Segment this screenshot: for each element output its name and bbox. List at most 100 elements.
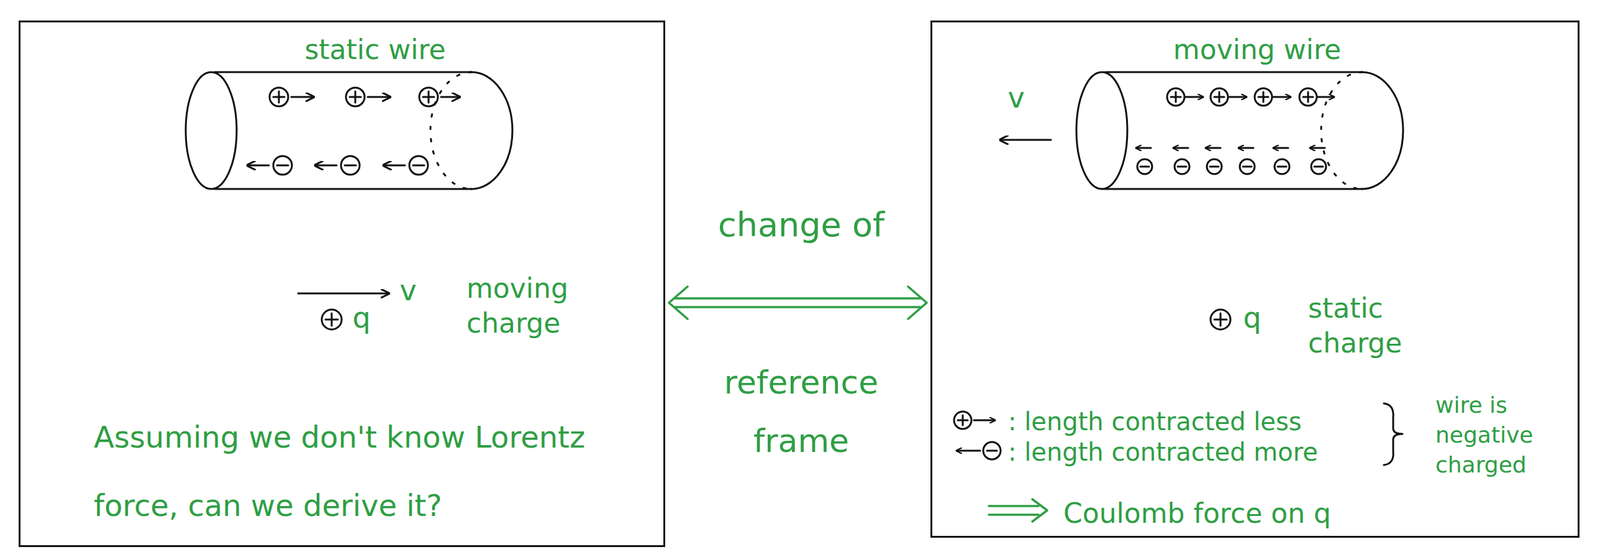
charge-circle bbox=[1210, 88, 1228, 106]
charge-circle bbox=[1311, 159, 1327, 174]
negative-charge bbox=[273, 155, 292, 175]
positive-charge bbox=[1254, 88, 1273, 106]
connector-line bbox=[675, 296, 921, 300]
conclusion-note: wire is negative charged bbox=[1435, 390, 1560, 480]
minus-sign bbox=[1209, 165, 1219, 168]
wire-cylinder bbox=[185, 72, 513, 189]
velocity-arrow bbox=[1318, 96, 1335, 99]
minus-sign bbox=[1314, 165, 1323, 168]
transform-note: change of bbox=[701, 204, 901, 246]
negative-charge bbox=[1239, 159, 1255, 174]
velocity-arrow bbox=[291, 96, 314, 99]
plus-sign bbox=[1170, 91, 1181, 102]
minus-sign bbox=[1242, 165, 1252, 168]
velocity-arrow bbox=[1229, 96, 1247, 99]
frame-panel: static wiremoving chargeAssuming we don'… bbox=[18, 20, 666, 547]
plus-sign bbox=[1258, 91, 1269, 102]
charge-note: static charge bbox=[1308, 290, 1439, 361]
legend-note: : length contracted less bbox=[1008, 406, 1302, 437]
velocity-arrow bbox=[1136, 147, 1151, 150]
wire-edge bbox=[1104, 188, 1363, 191]
plus-sign bbox=[325, 313, 338, 326]
positive-charge bbox=[419, 87, 438, 107]
velocity-arrow bbox=[956, 449, 981, 452]
plus-sign bbox=[349, 91, 361, 103]
charge-circle bbox=[273, 155, 292, 175]
velocity-arrow bbox=[1173, 147, 1189, 150]
wire-end bbox=[185, 72, 237, 189]
charge-circle bbox=[1137, 159, 1153, 174]
plus-sign bbox=[1214, 91, 1225, 102]
minus-sign bbox=[277, 164, 289, 167]
velocity-arrow bbox=[973, 419, 996, 422]
charge-circle bbox=[321, 309, 342, 330]
charge-circle bbox=[419, 87, 438, 107]
negative-charge bbox=[1311, 159, 1327, 174]
negative-charge bbox=[1206, 159, 1222, 174]
double-arrow-connector bbox=[668, 286, 927, 319]
charge-circle bbox=[345, 87, 365, 107]
result-text: Coulomb force on q bbox=[1063, 496, 1332, 530]
velocity-arrow bbox=[440, 96, 460, 99]
charge-circle bbox=[269, 87, 289, 107]
plus-sign bbox=[273, 91, 285, 103]
charge-circle bbox=[954, 411, 972, 429]
wire-end-hidden bbox=[1321, 72, 1363, 189]
velocity-arrow bbox=[1238, 147, 1254, 150]
charge-symbol: q bbox=[1242, 300, 1261, 335]
minus-sign bbox=[986, 449, 997, 452]
charge-circle bbox=[1274, 159, 1290, 174]
positive-charge bbox=[954, 411, 972, 429]
velocity-symbol: v bbox=[399, 273, 417, 308]
velocity-arrow bbox=[1309, 147, 1325, 150]
wire-cylinder bbox=[1076, 72, 1404, 189]
positive-charge bbox=[1299, 88, 1317, 106]
minus-sign bbox=[1140, 165, 1150, 168]
velocity-arrow bbox=[383, 164, 405, 167]
charge-note: moving charge bbox=[466, 270, 597, 341]
negative-charge bbox=[1174, 159, 1190, 174]
charge-circle bbox=[1254, 88, 1273, 106]
velocity-arrow bbox=[1000, 139, 1051, 141]
plus-sign bbox=[1214, 313, 1227, 326]
wire-end bbox=[471, 72, 513, 189]
charge-circle bbox=[1206, 159, 1222, 174]
transform-note: reference frame bbox=[708, 352, 895, 470]
minus-sign bbox=[1277, 165, 1287, 168]
charge-circle bbox=[983, 441, 1001, 460]
test-charge bbox=[321, 309, 342, 330]
arrow-head bbox=[908, 286, 927, 319]
wire-edge bbox=[214, 71, 472, 74]
negative-charge bbox=[1274, 159, 1290, 174]
positive-charge bbox=[269, 87, 289, 107]
negative-charge bbox=[409, 155, 428, 175]
velocity-arrow bbox=[298, 292, 389, 295]
charge-circle bbox=[340, 155, 360, 175]
positive-charge bbox=[345, 87, 365, 107]
velocity-arrow bbox=[1273, 147, 1289, 150]
wire-end bbox=[1076, 72, 1128, 189]
curly-brace bbox=[1383, 403, 1403, 465]
panel-heading: moving wire bbox=[1173, 33, 1341, 67]
wire-edge bbox=[1104, 71, 1363, 74]
implies-arrow-shaft bbox=[988, 505, 1039, 515]
arrow-head bbox=[668, 286, 688, 319]
implies-arrow-head bbox=[1032, 498, 1048, 522]
frame-panel: moving wire static charge : length contrac… bbox=[930, 20, 1580, 538]
question-text: Assuming we don't know Lorentz force, ca… bbox=[93, 402, 653, 540]
plus-sign bbox=[422, 91, 435, 103]
negative-charge bbox=[983, 441, 1001, 460]
minus-sign bbox=[413, 164, 425, 167]
positive-charge bbox=[1210, 88, 1228, 106]
velocity-arrow bbox=[1185, 96, 1204, 99]
velocity-arrow bbox=[1273, 96, 1291, 99]
velocity-arrow bbox=[367, 96, 391, 99]
minus-sign bbox=[344, 164, 356, 167]
charge-circle bbox=[1210, 309, 1231, 330]
wire-edge bbox=[214, 188, 472, 191]
positive-charge bbox=[1167, 88, 1185, 106]
negative-charge bbox=[340, 155, 360, 175]
legend-note: : length contracted more bbox=[1008, 436, 1319, 467]
